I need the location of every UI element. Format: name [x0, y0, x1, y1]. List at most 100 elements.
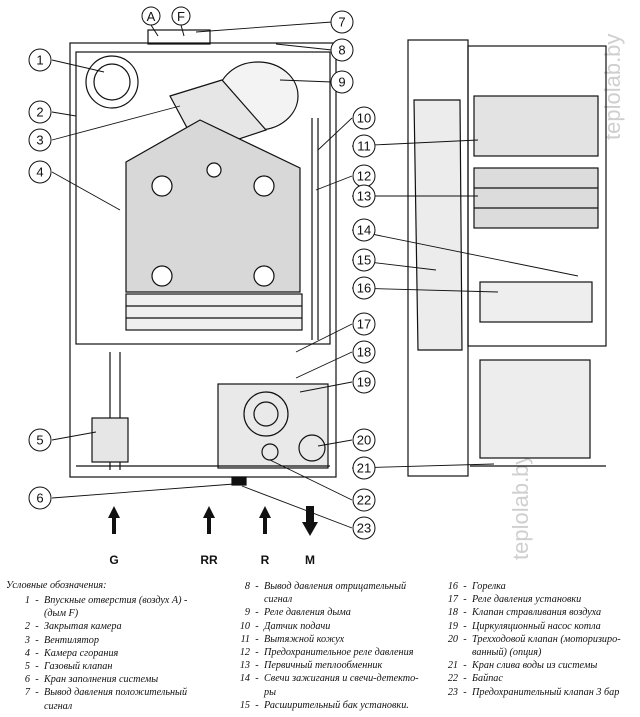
callout-label: 12 — [357, 169, 371, 184]
circulation-pump-inner — [253, 401, 279, 427]
legend-item-text: Камера сгорания — [44, 647, 119, 659]
legend-item-text: Реле давления дыма — [264, 607, 351, 619]
chamber-hole — [151, 175, 173, 197]
legend-item-dash: - — [463, 607, 467, 619]
air-inlet-inner — [93, 63, 131, 101]
arrow-r-in — [259, 506, 271, 534]
callout-circle — [330, 10, 354, 34]
primary-exchanger — [473, 167, 599, 229]
watermark: teplolab.by teplolab.by — [508, 34, 625, 560]
side-hydraulics — [479, 359, 591, 459]
legend-item-text: Кран заполнения системы — [44, 674, 159, 686]
legend-item-dash: - — [35, 647, 39, 659]
legend-item-dash: - — [255, 607, 259, 619]
callout-circle — [352, 134, 376, 158]
gas-valve — [91, 417, 129, 463]
side-view — [407, 39, 607, 477]
callout-label: 15 — [357, 253, 371, 268]
legend-item: 15-Расширительный бак установки. — [226, 699, 446, 712]
arrow-m-out — [302, 506, 318, 536]
legend-item-number: 19 — [447, 620, 458, 632]
callout-label: 23 — [357, 521, 371, 536]
legend-item-dash: - — [35, 687, 39, 699]
outer-casing — [69, 42, 337, 478]
legend-item: 2-Закрытая камера — [6, 620, 226, 633]
legend-item-number: 9 — [244, 607, 250, 619]
chamber-hole — [206, 162, 222, 178]
arrow-rr-in — [203, 506, 215, 534]
legend-item-number: 15 — [239, 699, 250, 711]
legend-item: 8-Вывод давления отрицательный — [226, 580, 446, 593]
legend-item: 12-Предохранительное реле давления — [226, 646, 446, 659]
legend-item-text: Циркуляционный насос котла — [472, 620, 601, 632]
burner — [125, 293, 303, 331]
legend-item-dash: - — [463, 581, 467, 592]
callout-circle — [352, 218, 376, 242]
callout-label: 18 — [357, 345, 371, 360]
legend-item-text: Предохранительное реле давления — [264, 647, 414, 659]
legend-item-text: Газовый клапан — [44, 661, 113, 673]
callout-circle — [28, 428, 52, 452]
legend-item-dash: - — [255, 673, 259, 685]
callout-circle — [28, 128, 52, 152]
legend-item-text-cont: (дым F) — [44, 608, 79, 620]
callout-label: 10 — [357, 111, 371, 126]
callout-label: 19 — [357, 375, 371, 390]
side-burner — [479, 281, 593, 323]
legend-item-text: Свечи зажигания и свечи-детекто- — [264, 673, 419, 685]
legend-item-number: 4 — [24, 647, 30, 659]
legend-item: 20-Трехходовой клапан (моторизиро- — [434, 633, 638, 646]
hydraulic-group — [217, 383, 329, 469]
legend-item-dash: - — [255, 620, 259, 632]
legend-item-text: Первичный теплообменник — [264, 660, 383, 672]
callout-circle — [352, 488, 376, 512]
watermark-text-upper: teplolab.by — [600, 34, 625, 140]
boiler-diagram: teplolab.by teplolab.by — [28, 6, 625, 567]
legend-item-text: Вытяжной кожух — [264, 633, 345, 645]
callout-label: 3 — [36, 133, 43, 148]
legend-item-text-cont: ры — [264, 686, 276, 698]
legend-item-dash: - — [255, 699, 259, 711]
legend-item-text-cont: ванный) (опция) — [472, 647, 542, 659]
legend-item: 22-Байпас — [434, 672, 638, 685]
legend-item: 21-Кран слива воды из системы — [434, 659, 638, 672]
callout-circle — [352, 340, 376, 364]
legend-item: 11-Вытяжной кожух — [226, 633, 446, 646]
legend-item-dash: - — [255, 633, 259, 645]
legend-item-text: Клапан стравливания воздуха — [472, 607, 602, 619]
callout-circle — [352, 312, 376, 336]
callout-label: 7 — [338, 15, 345, 30]
legend-item-number: 12 — [239, 647, 250, 659]
legend-item-text: Вывод давления отрицательный — [264, 581, 407, 592]
legend-item-dash: - — [35, 621, 39, 633]
callout-circle — [352, 428, 376, 452]
legend-item-text: Байпас — [472, 673, 503, 685]
three-way-valve — [298, 434, 326, 462]
legend-item-text: Кран слива воды из системы — [472, 660, 598, 672]
legend-item-dash: - — [463, 660, 467, 672]
legend-item-text: Впускные отверстия (воздух A) - — [44, 595, 188, 606]
legend-item-text: Закрытая камера — [44, 621, 122, 633]
legend-item-number: 21 — [447, 660, 458, 672]
callout-circle — [28, 160, 52, 184]
flow-label-g: G — [109, 553, 118, 567]
callout-label: 6 — [36, 491, 43, 506]
legend-item-text: Вывод давления положительный — [44, 687, 188, 699]
top-markers: A F — [141, 6, 191, 37]
legend-item: 19-Циркуляционный насос котла — [434, 620, 638, 633]
legend-item-dash: - — [463, 686, 467, 698]
legend-item: 14-Свечи зажигания и свечи-детекто- — [226, 672, 446, 685]
circulation-pump — [243, 391, 289, 437]
air-inlet — [85, 55, 139, 109]
legend-item-number: 7 — [24, 687, 30, 699]
callout-label: 9 — [338, 75, 345, 90]
front-view — [69, 29, 337, 486]
legend-item-text: Расширительный бак установки. — [264, 699, 409, 711]
legend-item-number: 5 — [24, 661, 30, 673]
callout-circle — [28, 100, 52, 124]
legend-item: 18-Клапан стравливания воздуха — [434, 606, 638, 619]
legend-item-dash: - — [35, 595, 39, 606]
legend-item-text: Трехходовой клапан (моторизиро- — [472, 633, 621, 645]
legend-item-number: 13 — [239, 660, 250, 672]
